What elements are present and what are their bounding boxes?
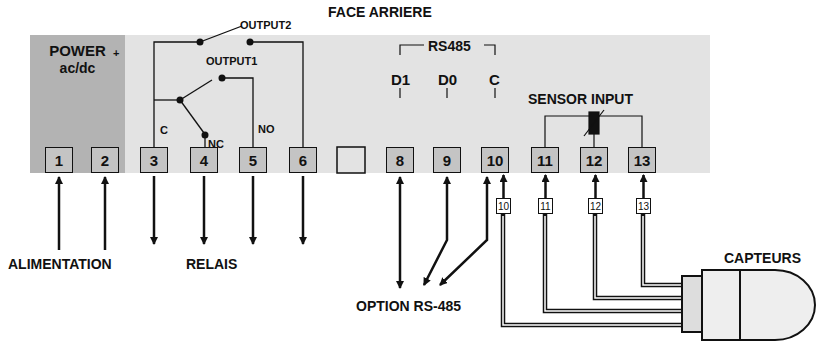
label-text: + (113, 48, 119, 59)
terminal-box: 6 (289, 147, 317, 173)
terminal-box: 1 (45, 147, 73, 173)
sensor-wires (503, 214, 682, 325)
wire-number: 12 (590, 201, 601, 212)
label-text: OUTPUT2 (240, 20, 291, 31)
label-text: D0 (438, 72, 457, 87)
terminal-box: 4 (190, 147, 218, 173)
wire-number: 10 (498, 201, 509, 212)
label-text: CAPTEURS (724, 251, 801, 265)
terminal-box: 5 (239, 147, 267, 173)
label-text: RS485 (428, 39, 471, 53)
terminal-number: 4 (200, 152, 208, 169)
terminal-arrows (59, 176, 487, 288)
label-text: C (489, 72, 500, 87)
label-text: C (160, 125, 168, 136)
terminal-number: 9 (443, 152, 451, 169)
terminal-number: 12 (586, 152, 603, 169)
terminal-number: 5 (249, 152, 257, 169)
wire-tag: 11 (538, 198, 553, 214)
label-text: ALIMENTATION (8, 257, 112, 271)
label-text: OPTION RS-485 (356, 299, 461, 313)
power-block: POWERac/dc 1 2 (30, 35, 125, 173)
label-text: NC (208, 139, 224, 150)
resistor-symbol (545, 110, 642, 147)
label-text: SENSOR INPUT (528, 92, 633, 106)
wire-number: 11 (540, 201, 550, 212)
label-text: OUTPUT1 (206, 56, 257, 67)
sensor-probe (682, 270, 815, 340)
terminal-number: 6 (299, 152, 307, 169)
wire-arrow (594, 175, 597, 198)
terminal-box: 10 (481, 147, 509, 173)
terminal-number: 13 (634, 152, 651, 169)
terminal-box: 8 (386, 147, 414, 173)
wire-tag: 12 (588, 198, 603, 214)
label-text: D1 (391, 72, 410, 87)
wire-tag: 13 (636, 198, 651, 214)
terminal-box: 2 (91, 147, 119, 173)
label-text: NO (258, 124, 275, 135)
terminal-box: 9 (433, 147, 461, 173)
terminal-box: 12 (580, 147, 608, 173)
terminal-number: 2 (92, 152, 118, 169)
terminal-number: 11 (537, 152, 553, 169)
terminal-number: 8 (396, 152, 404, 169)
relay-contacts (154, 26, 303, 147)
wire-arrow (502, 175, 505, 198)
terminal-box: 3 (140, 147, 168, 173)
contact-dots (177, 39, 254, 139)
empty-terminal (337, 147, 365, 173)
wire-number: 13 (638, 201, 649, 212)
rear-panel (30, 35, 710, 173)
terminal-number: 1 (46, 152, 72, 169)
terminal-box: 13 (628, 147, 656, 173)
wire-arrow (544, 175, 547, 198)
panel-title: FACE ARRIERE (328, 5, 432, 19)
power-type: ac/dc (30, 60, 125, 76)
terminal-box: 11 (531, 147, 559, 173)
power-label: POWER (30, 42, 125, 59)
label-text: RELAIS (186, 257, 237, 271)
wire-arrow (642, 175, 645, 198)
terminal-number: 10 (487, 152, 504, 169)
wire-tag: 10 (496, 198, 511, 214)
terminal-number: 3 (150, 152, 158, 169)
